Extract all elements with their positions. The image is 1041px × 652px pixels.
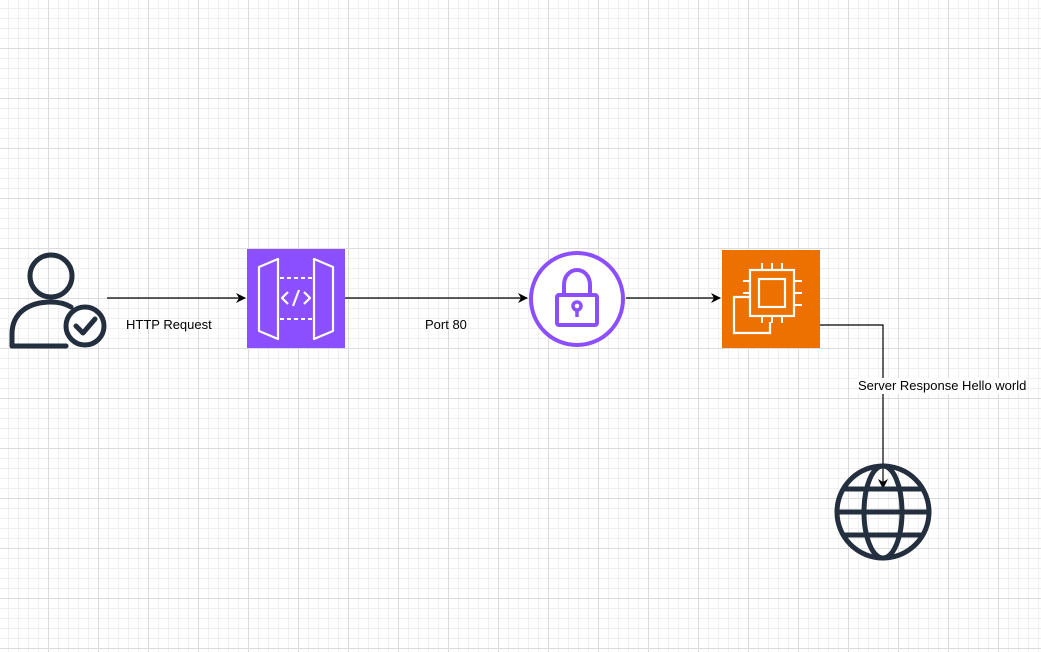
globe-icon: [834, 463, 932, 561]
user-node[interactable]: [8, 250, 108, 350]
ec2-instance-node[interactable]: [722, 250, 820, 348]
security-group-node[interactable]: [528, 250, 626, 348]
lock-icon: [529, 251, 625, 347]
internet-node[interactable]: [833, 462, 933, 562]
edge-label-port: Port 80: [425, 317, 467, 332]
edge-label-http-request: HTTP Request: [126, 317, 212, 332]
user-check-icon: [9, 252, 107, 349]
edge-ec2-to-internet[interactable]: [820, 324, 888, 489]
api-gateway-node[interactable]: [247, 249, 345, 348]
api-gateway-icon: [247, 249, 345, 348]
edge-label-server-response: Server Response Hello world: [858, 378, 1027, 394]
ec2-chip-icon: [722, 250, 820, 348]
